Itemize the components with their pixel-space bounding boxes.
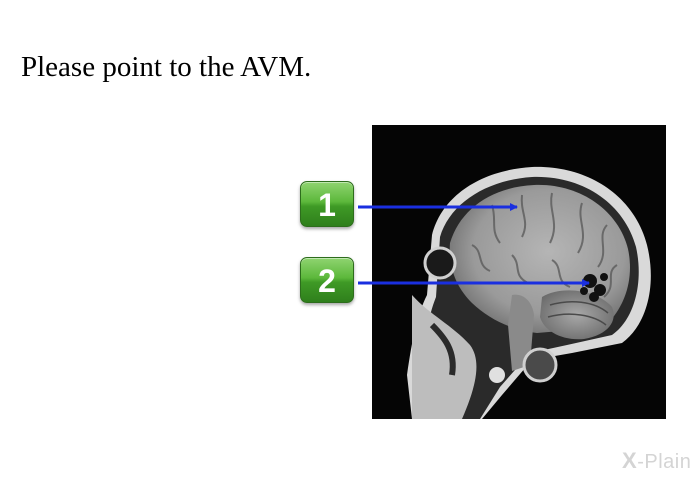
logo-text: -Plain — [637, 451, 692, 473]
question-text: Please point to the AVM. — [21, 51, 312, 83]
choice-button-2[interactable]: 2 — [300, 257, 354, 303]
logo-mark: X — [622, 448, 638, 473]
brain-mri-image — [372, 125, 666, 419]
choice-button-1[interactable]: 1 — [300, 181, 354, 227]
x-plain-logo: X-Plain — [622, 448, 691, 474]
